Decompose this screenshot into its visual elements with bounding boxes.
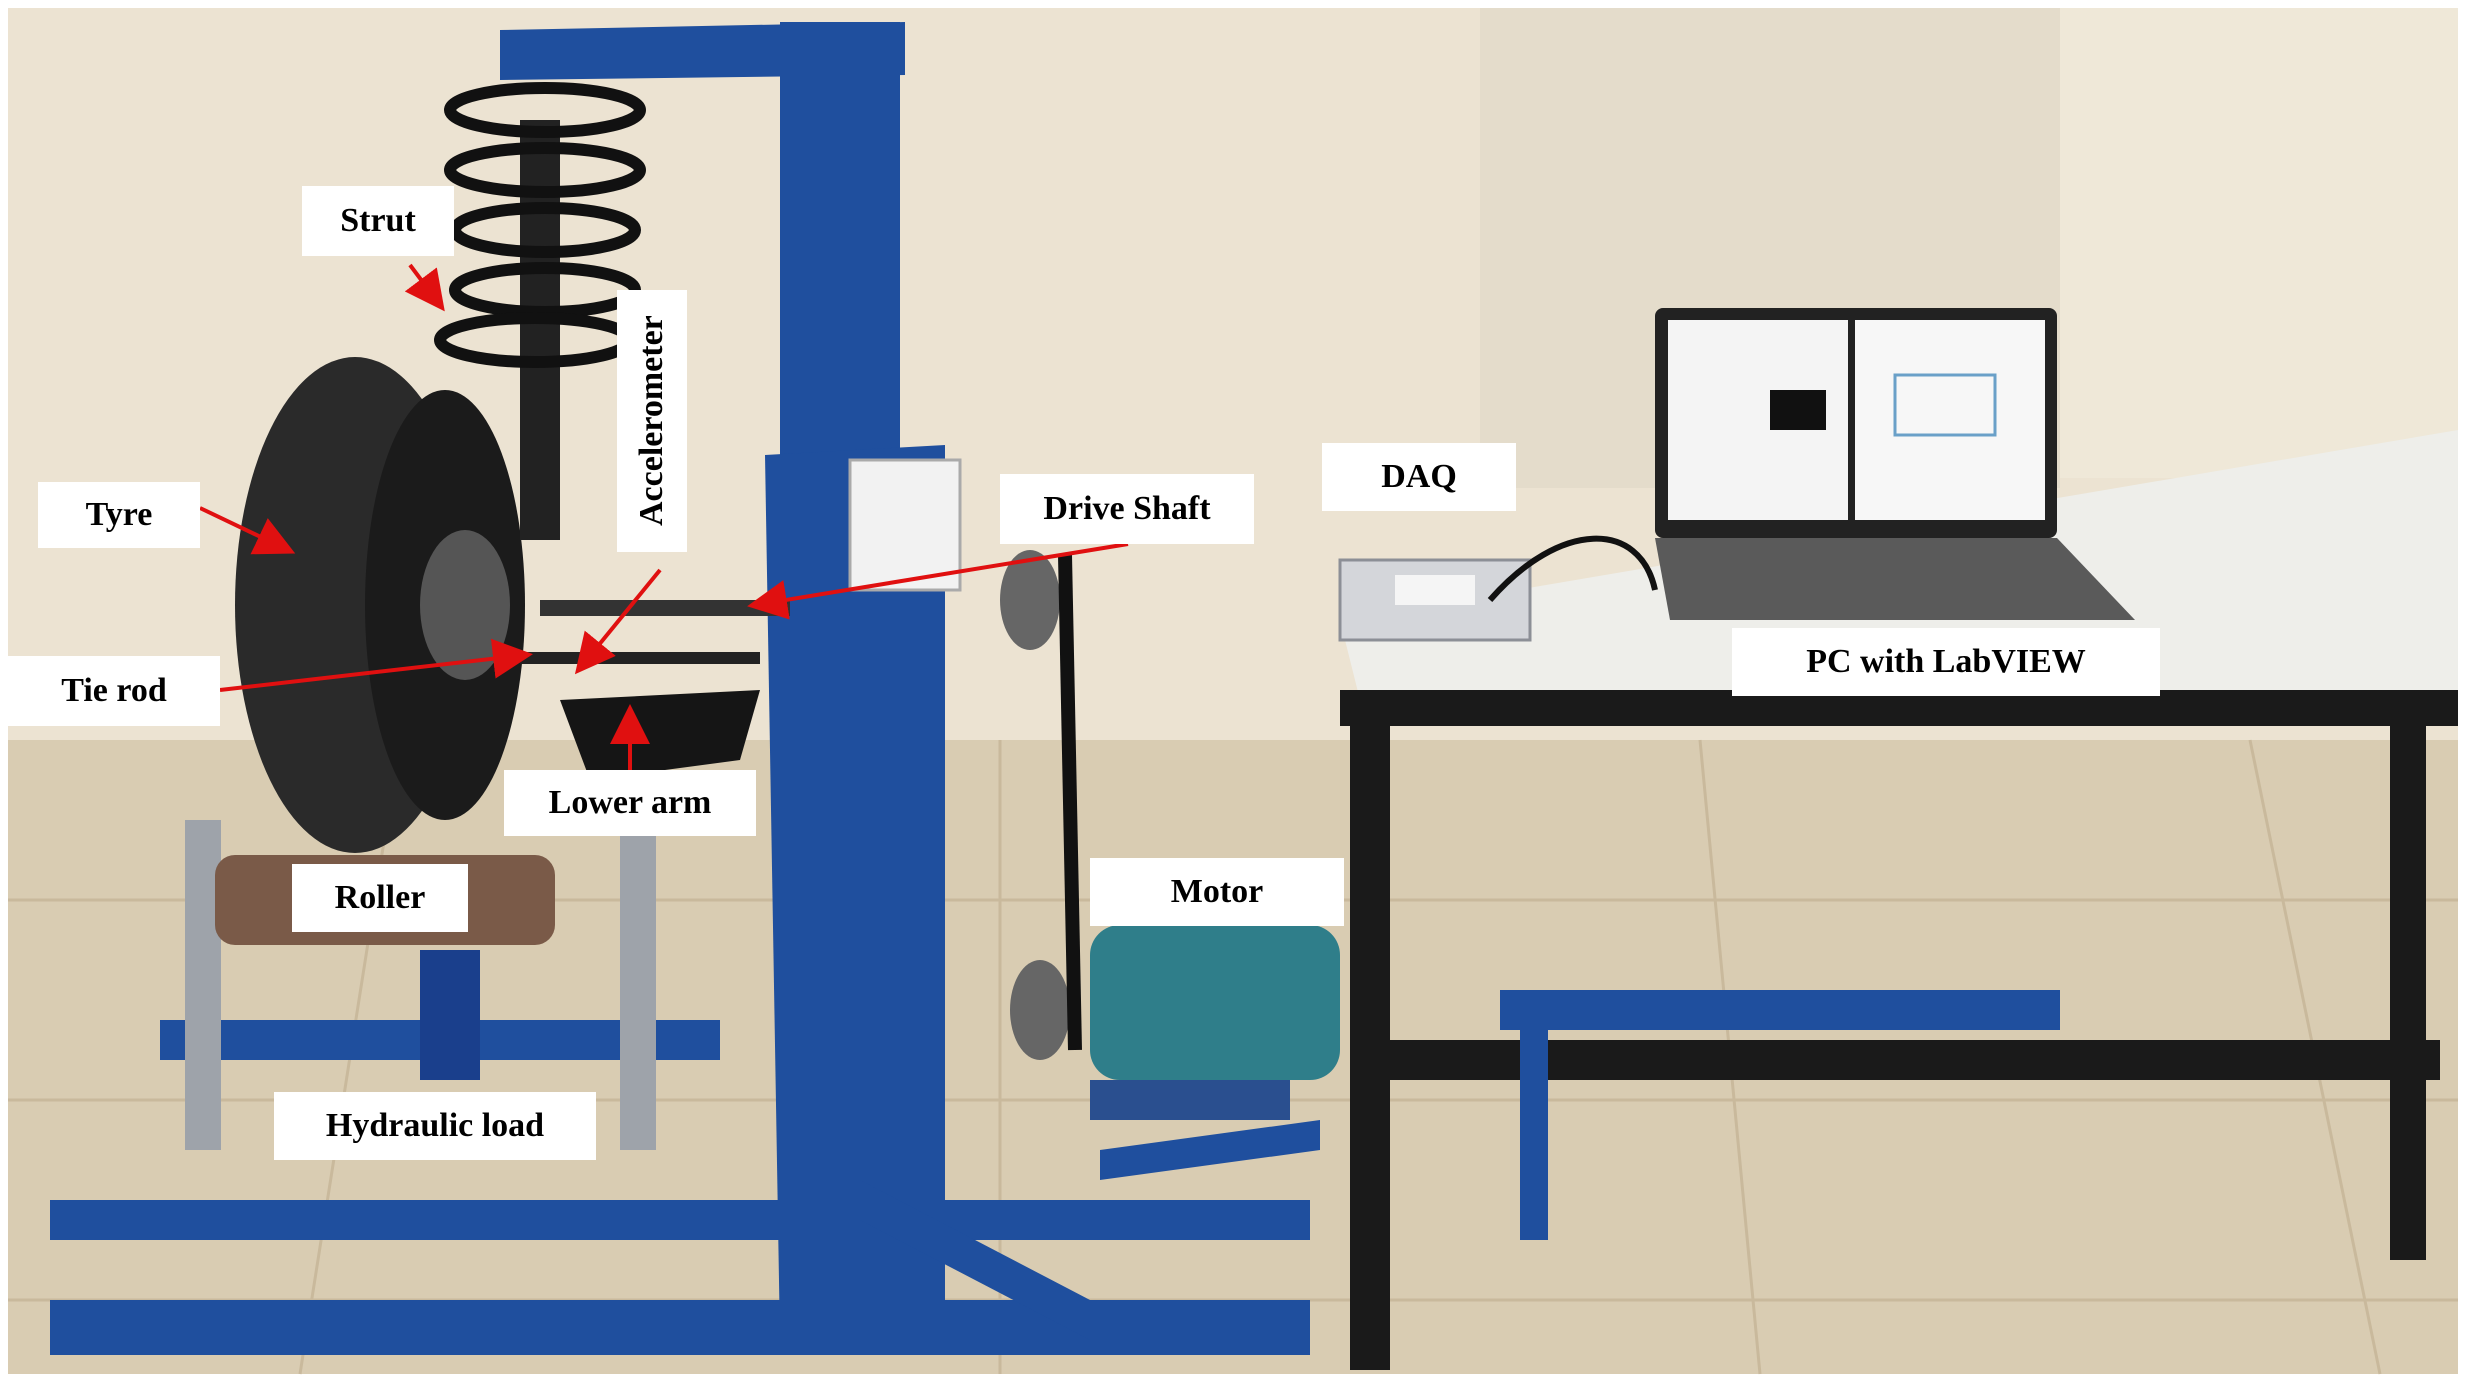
label-tyre: Tyre (38, 482, 200, 548)
drive-shaft (540, 600, 790, 616)
hydraulic-posts (185, 820, 656, 1150)
pulley-belt (1000, 550, 1082, 1060)
label-lower-arm: Lower arm (504, 770, 756, 836)
arrow-strut (404, 263, 445, 312)
arrow-tie-rod (219, 638, 533, 692)
label-strut: Strut (302, 186, 454, 256)
label-drive-shaft: Drive Shaft (1000, 474, 1254, 544)
label-daq: DAQ (1322, 443, 1516, 511)
strut-assembly (434, 82, 646, 540)
accelerometer-housing (848, 458, 962, 592)
rig-frame (50, 22, 2060, 1355)
laptop (1655, 308, 2135, 620)
motor-body (1090, 925, 1340, 1120)
label-hydraulic-load: Hydraulic load (274, 1092, 596, 1160)
tie-rod-bar (520, 652, 760, 664)
tyre (235, 357, 525, 853)
arrow-tyre (199, 506, 296, 555)
wall-right (2060, 8, 2458, 478)
arrow-drive-shaft (747, 542, 1129, 620)
annotation-arrows (199, 263, 1129, 770)
daq-device (1338, 535, 1658, 642)
label-tie-rod: Tie rod (8, 656, 220, 726)
label-motor: Motor (1090, 858, 1344, 926)
label-roller: Roller (292, 864, 468, 932)
arrow-accelerometer (574, 568, 662, 675)
table (1340, 430, 2458, 1370)
label-pc-with-labview: PC with LabVIEW (1732, 628, 2160, 696)
label-accelerometer: Accelerometer (617, 290, 687, 552)
